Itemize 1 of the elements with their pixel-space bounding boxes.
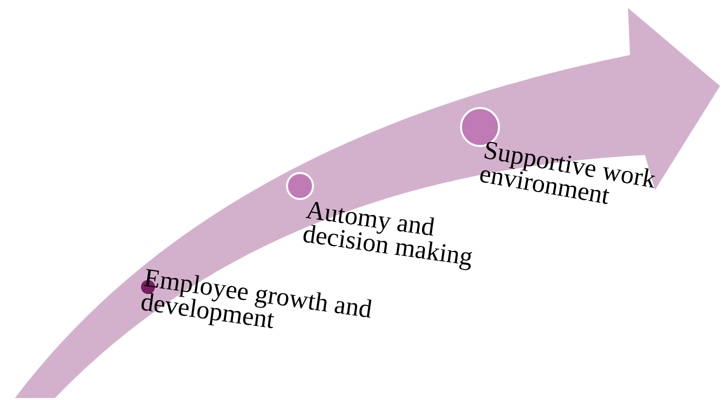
milestone-label: Supportive work environment: [478, 138, 659, 212]
